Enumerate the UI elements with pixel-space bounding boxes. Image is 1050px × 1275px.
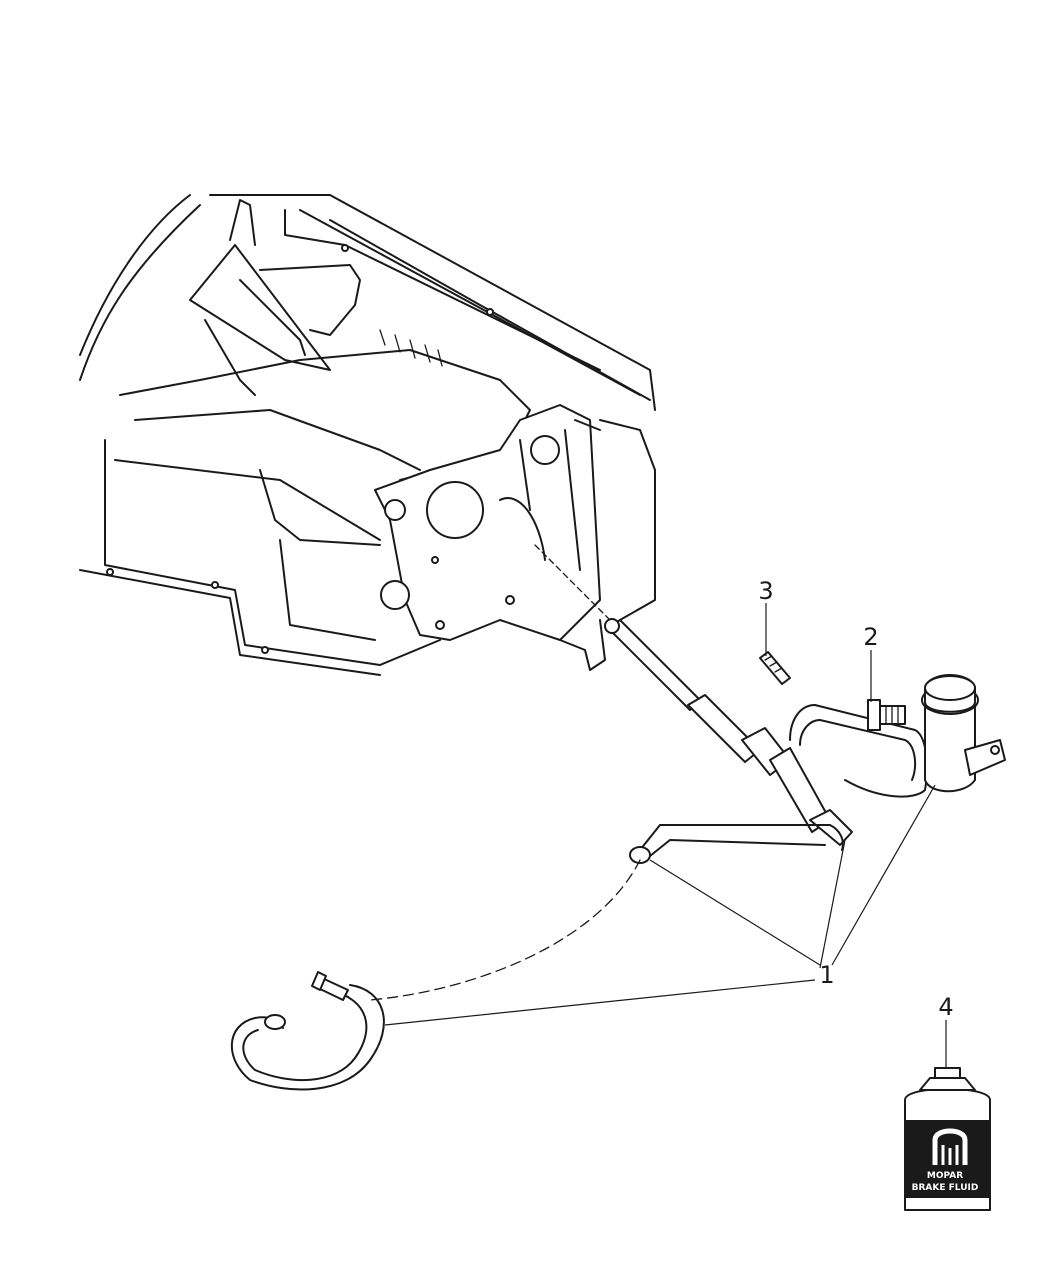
mopar-logo-icon [932, 1128, 968, 1165]
bottle-product: BRAKE FLUID [912, 1183, 979, 1193]
leader-lines [384, 603, 947, 1068]
pushrod [607, 619, 701, 711]
bolt-part-2 [867, 699, 906, 731]
callout-4: 4 [938, 993, 953, 1021]
screw-part-3 [759, 651, 791, 685]
wheel-well-arc [79, 194, 191, 356]
brake-fluid-bottle: MOPAR BRAKE FLUID [904, 1067, 991, 1211]
callout-numbers: 1 2 3 4 [758, 577, 953, 1021]
lower-tray [104, 439, 441, 666]
callout-3: 3 [758, 577, 773, 605]
clutch-master-cylinder [534, 544, 853, 846]
cowl-rail [209, 194, 656, 411]
callout-1: 1 [819, 961, 834, 989]
bottle-brand: MOPAR [927, 1171, 963, 1181]
callout-2: 2 [863, 623, 878, 651]
clutch-fluid-reservoir [921, 674, 1006, 793]
vehicle-body-structure [79, 194, 656, 676]
lower-hose [230, 984, 385, 1091]
clutch-hydraulic-line [230, 704, 928, 1091]
